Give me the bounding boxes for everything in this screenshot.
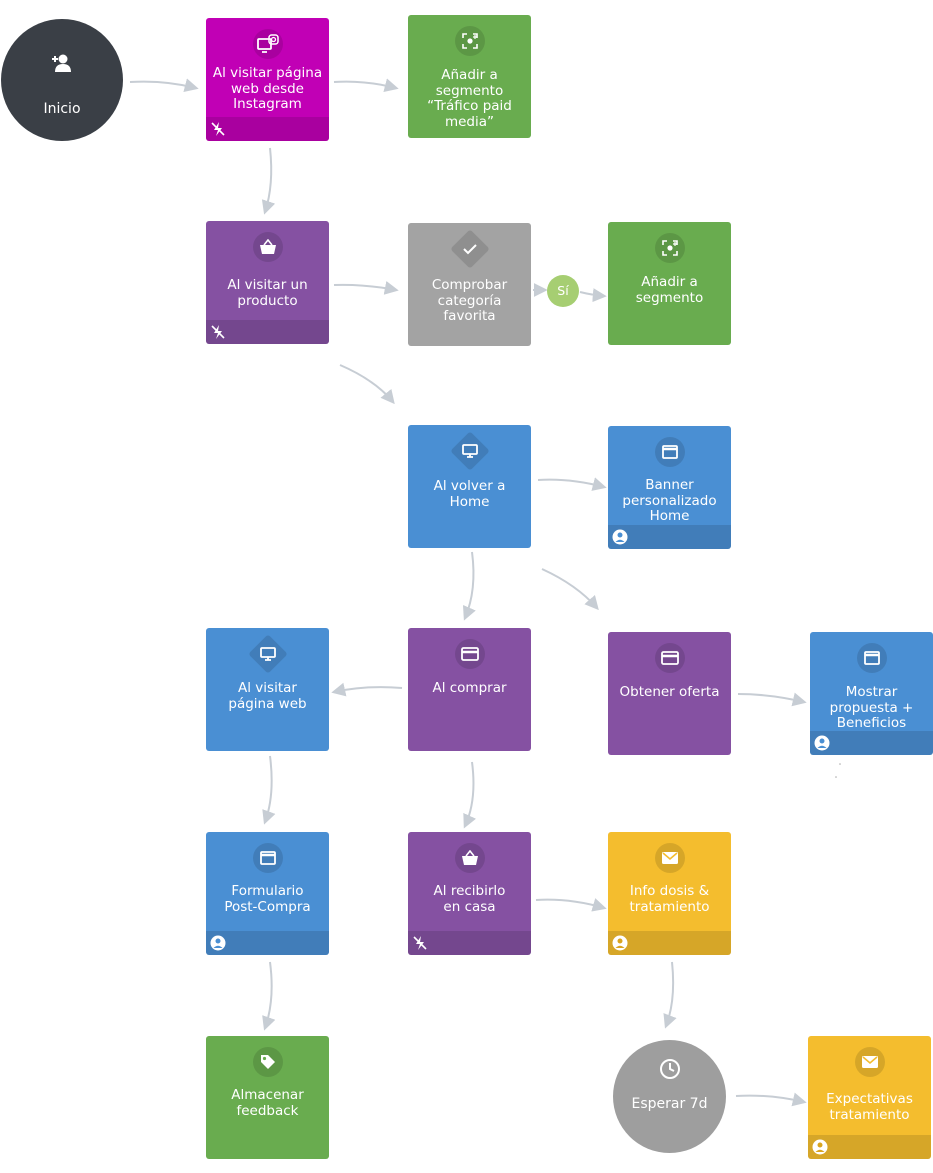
monitor-icon [247,634,288,674]
node-product[interactable]: Al visitar un producto [206,221,329,344]
node-footer [408,931,531,955]
node-label: Almacenar feedback [231,1087,304,1119]
node-expectations[interactable]: Expectativas tratamiento [808,1036,931,1159]
wait-label: Esperar 7d [631,1096,708,1112]
connector-instagram-segment [333,78,399,92]
node-footer [206,931,329,955]
node-segment-traffic[interactable]: Añadir a segmento “Tráfico paid media” [408,15,531,138]
card-icon [454,639,485,669]
clock-icon [659,1058,681,1080]
node-label: Añadir a segmento [635,274,704,306]
user-icon [210,935,226,951]
user-icon [812,1139,828,1155]
node-footer [608,525,731,549]
node-label: Info dosis & tratamiento [629,883,710,915]
node-footer [206,117,329,141]
window-icon [654,437,685,467]
node-footer [808,1135,931,1159]
node-footer [608,931,731,955]
segment-add-icon [654,233,685,263]
node-instagram[interactable]: Al visitar página web desde Instagram [206,18,329,141]
no-flash-icon [412,935,428,951]
node-label: Al visitar página web [228,680,307,712]
node-label: Formulario Post-Compra [224,883,311,915]
monitor-icon [449,431,490,471]
connector-buy-received [463,761,477,829]
node-buy[interactable]: Al comprar [408,628,531,751]
node-label: Mostrar propuesta + Beneficios [829,684,914,731]
connector-visitweb-feedback [262,961,276,1031]
node-label: Expectativas tratamiento [826,1091,913,1123]
start-label: Inicio [43,101,81,117]
connector-buy-visitweb [331,682,403,697]
segment-add-icon [454,26,485,56]
node-label: Al recibirlo en casa [433,883,506,915]
node-feedback[interactable]: Almacenar feedback [206,1036,329,1159]
mail-icon [654,843,685,873]
node-footer [810,731,933,755]
card-icon [654,643,685,673]
connector-home-banner [537,477,607,491]
node-label: Comprobar categoría favorita [431,277,508,324]
mail-icon [854,1047,885,1077]
wait-node[interactable]: Esperar 7d [613,1040,726,1153]
node-label: Al comprar [432,680,507,696]
connector-wait-expect [735,1092,807,1107]
start-node[interactable]: Inicio [1,19,123,141]
connector-received-dosis [535,898,607,912]
node-dosis[interactable]: Info dosis & tratamiento [608,832,731,955]
stray-dot [835,776,837,778]
node-label: Al visitar página web desde Instagram [212,65,323,112]
connector-dosis-wait [663,961,677,1029]
node-visit-web[interactable]: Al visitar página web [206,628,329,751]
connector-home-buy [462,551,476,621]
node-proposal[interactable]: Mostrar propuesta + Beneficios [810,632,933,755]
node-received[interactable]: Al recibirlo en casa [408,832,531,955]
node-footer [206,320,329,344]
window-icon [252,843,283,873]
no-flash-icon [210,121,226,137]
node-check-category[interactable]: Comprobar categoría favorita [408,223,531,346]
stray-dot [839,763,841,765]
user-icon [814,735,830,751]
node-form[interactable]: Formulario Post-Compra [206,832,329,955]
window-icon [856,643,887,673]
node-label: Banner personalizado Home [622,477,717,524]
connector-instagram-product [261,147,276,215]
add-user-icon [50,53,74,73]
basket-icon [454,843,485,873]
connector-yes-segment [579,288,607,303]
connector-offer-proposal [737,692,807,707]
node-label: Añadir a segmento “Tráfico paid media” [427,67,512,130]
node-label: Al visitar un producto [227,277,308,309]
node-banner[interactable]: Banner personalizado Home [608,426,731,549]
connector-start-instagram [129,78,199,92]
node-home[interactable]: Al volver a Home [408,425,531,548]
basket-icon [252,232,283,262]
no-flash-icon [210,324,226,340]
node-offer[interactable]: Obtener oferta [608,632,731,755]
connector-product-check [333,281,399,295]
user-icon [612,935,628,951]
user-icon [612,529,628,545]
connector-product-home [339,364,395,405]
yes-badge: Sí [547,275,579,307]
connector-home-offer [541,568,599,611]
node-segment-add[interactable]: Añadir a segmento [608,222,731,345]
instagram-monitor-icon [252,29,283,59]
connector-visitweb-form [262,755,276,825]
tag-icon [252,1047,283,1077]
check-diamond-icon [449,229,490,269]
node-label: Obtener oferta [619,684,720,700]
node-label: Al volver a Home [433,478,506,510]
